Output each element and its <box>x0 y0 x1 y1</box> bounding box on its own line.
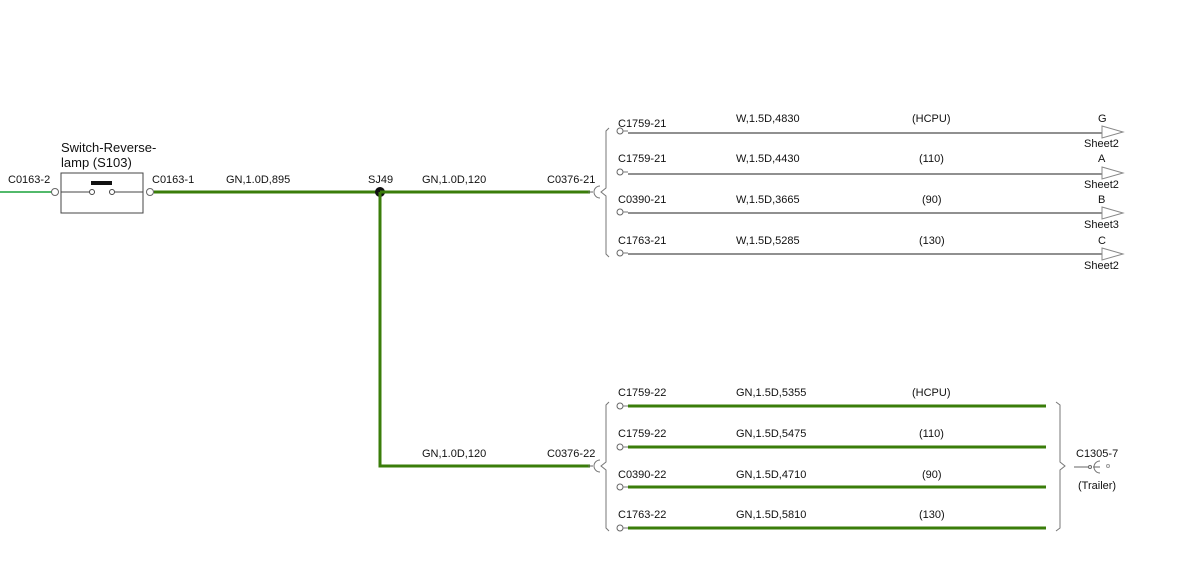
upper-row[interactable]: C1759-21 W,1.5D,4430 (110) A Sheet2 <box>616 153 1125 191</box>
connector-c0376-22[interactable] <box>588 401 610 532</box>
row-sheet-link[interactable]: Sheet2 <box>1084 260 1119 272</box>
pin-icon <box>616 402 624 410</box>
row-wire: GN,1.5D,5355 <box>736 387 806 399</box>
connector-label-c0163-2: C0163-2 <box>8 174 50 186</box>
row-connector: C1759-22 <box>618 387 666 399</box>
pin-icon <box>616 208 624 216</box>
splice-label: SJ49 <box>368 174 393 186</box>
wire-lower-branch[interactable] <box>378 192 590 468</box>
lower-group-bracket <box>1055 401 1066 532</box>
row-wire: GN,1.5D,5475 <box>736 428 806 440</box>
lower-connector-label: C0376-22 <box>547 448 595 460</box>
row-connector: C1763-21 <box>618 235 666 247</box>
row-variant: (HCPU) <box>912 113 951 125</box>
lower-row[interactable]: C0390-22 GN,1.5D,4710 (90) <box>616 469 1046 491</box>
destination-name: (Trailer) <box>1078 480 1116 492</box>
row-variant: (130) <box>919 235 945 247</box>
offsheet-arrow-icon[interactable] <box>1101 125 1125 139</box>
pin-icon <box>616 168 624 176</box>
row-connector: C1759-21 <box>618 153 666 165</box>
lower-row[interactable]: C1759-22 GN,1.5D,5475 (110) <box>616 428 1046 451</box>
connector-c1305-7[interactable] <box>1074 460 1110 474</box>
row-variant: (110) <box>919 153 944 165</box>
row-connector: C1763-22 <box>618 509 666 521</box>
pin-icon <box>616 524 624 532</box>
row-variant: (90) <box>922 469 942 481</box>
offsheet-arrow-icon[interactable] <box>1101 166 1125 180</box>
lower-row[interactable]: C1763-22 GN,1.5D,5810 (130) <box>616 509 1046 532</box>
row-variant: (HCPU) <box>912 387 951 399</box>
row-sheet-link[interactable]: Sheet2 <box>1084 179 1119 191</box>
destination-connector-label: C1305-7 <box>1076 448 1118 460</box>
row-ref-letter: B <box>1098 194 1105 206</box>
row-variant: (130) <box>919 509 945 521</box>
row-connector: C1759-22 <box>618 428 666 440</box>
row-connector: C1759-21 <box>618 118 666 130</box>
row-connector: C0390-21 <box>618 194 666 206</box>
row-wire: W,1.5D,4830 <box>736 113 800 125</box>
lower-row[interactable]: C1759-22 GN,1.5D,5355 (HCPU) <box>616 387 1046 410</box>
upper-connector-label: C0376-21 <box>547 174 595 186</box>
upper-row[interactable]: C1759-21 W,1.5D,4830 (HCPU) G Sheet2 <box>616 113 1125 150</box>
lower-wire-label: GN,1.0D,120 <box>422 448 486 460</box>
pin-icon <box>616 249 624 257</box>
row-connector: C0390-22 <box>618 469 666 481</box>
row-ref-letter: C <box>1098 235 1106 247</box>
row-variant: (110) <box>919 428 944 440</box>
pin-icon <box>616 483 624 491</box>
connector-c0376-21[interactable] <box>588 127 610 258</box>
row-sheet-link[interactable]: Sheet2 <box>1084 138 1119 150</box>
upper-row[interactable]: C1763-21 W,1.5D,5285 (130) C Sheet2 <box>616 235 1125 272</box>
pin-c0163-2 <box>51 188 59 196</box>
row-wire: GN,1.5D,4710 <box>736 469 806 481</box>
row-wire: W,1.5D,5285 <box>736 235 800 247</box>
row-sheet-link[interactable]: Sheet3 <box>1084 219 1119 231</box>
pin-icon <box>616 443 624 451</box>
switch-contact-icon <box>61 181 143 195</box>
row-variant: (90) <box>922 194 942 206</box>
wire-label-gn-895: GN,1.0D,895 <box>226 174 290 186</box>
pin-c0163-1 <box>146 188 154 196</box>
switch-name-line2: lamp (S103) <box>61 155 132 170</box>
upper-wire-label: GN,1.0D,120 <box>422 174 486 186</box>
row-ref-letter: A <box>1098 153 1106 165</box>
pin-icon <box>1088 465 1092 469</box>
row-wire: W,1.5D,3665 <box>736 194 800 206</box>
offsheet-arrow-icon[interactable] <box>1101 206 1125 220</box>
row-wire: W,1.5D,4430 <box>736 153 800 165</box>
row-ref-letter: G <box>1098 113 1107 125</box>
switch-name-line1: Switch-Reverse- <box>61 140 156 155</box>
connector-label-c0163-1: C0163-1 <box>152 174 194 186</box>
row-wire: GN,1.5D,5810 <box>736 509 806 521</box>
upper-row[interactable]: C0390-21 W,1.5D,3665 (90) B Sheet3 <box>616 194 1125 231</box>
offsheet-arrow-icon[interactable] <box>1101 247 1125 261</box>
switch-reverse-lamp[interactable] <box>60 172 144 214</box>
